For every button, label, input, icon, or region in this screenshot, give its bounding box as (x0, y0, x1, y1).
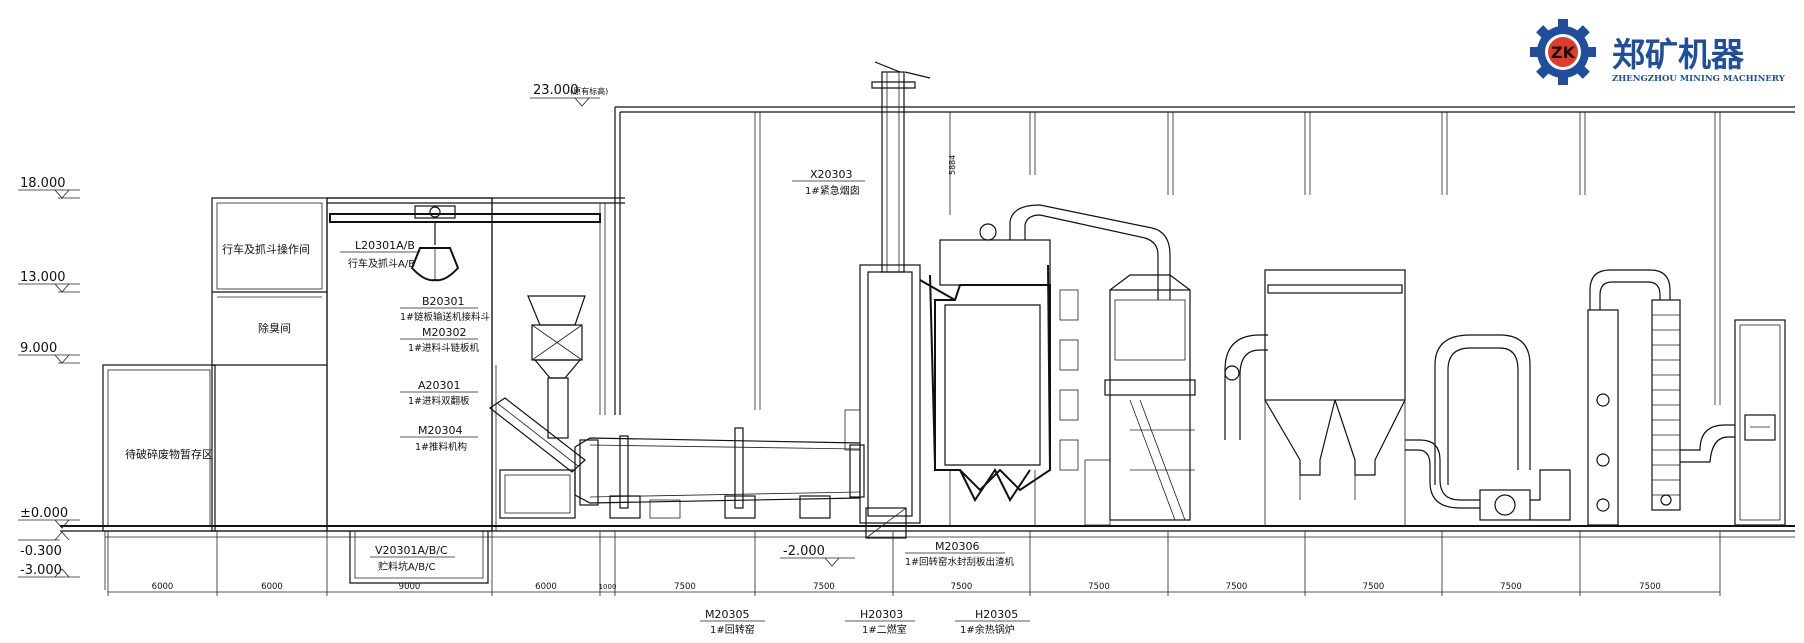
dimension-span-label: 7500 (1500, 582, 1522, 592)
svg-text:M20305: M20305 (705, 608, 749, 621)
dimension-span-label: 1000 (599, 583, 617, 591)
svg-text:1#进料双翻板: 1#进料双翻板 (408, 395, 470, 407)
induced-draft-fan (1405, 439, 1571, 521)
dimension-span-label: 7500 (674, 582, 696, 592)
wet-scrubber-duct (1434, 334, 1531, 485)
bag-filter (1224, 269, 1406, 526)
svg-text:H20305: H20305 (975, 608, 1018, 621)
gear-icon: ZK (1530, 19, 1596, 85)
scrubber-tower (1587, 269, 1735, 526)
label-storage-pit: V20301A/B/C 贮料坑A/B/C (370, 544, 455, 573)
svg-text:9.000: 9.000 (20, 341, 57, 356)
dimension-span-label: 6000 (535, 582, 557, 592)
label-double-flap: A20301 1#进料双翻板 (400, 379, 478, 407)
svg-text:1#回转窑水封刮板出渣机: 1#回转窑水封刮板出渣机 (905, 556, 1015, 568)
roof-frame (599, 106, 1795, 415)
label-pusher: M20304 1#推料机构 (400, 424, 478, 453)
svg-text:行车及抓斗A/B: 行车及抓斗A/B (348, 257, 415, 270)
label-emergency-chimney: X20303 1#紧急烟囱 (792, 168, 865, 197)
brand-name-cn: 郑矿机器 (1612, 35, 1745, 74)
svg-text:1#链板输送机接料斗: 1#链板输送机接料斗 (400, 311, 490, 323)
dimension-line: 6000 6000 9000 6000 1000 7500 7500 7500 7500 7500… (107, 531, 1721, 596)
svg-text:1#二燃室: 1#二燃室 (862, 623, 907, 636)
svg-text:23.000: 23.000 (533, 83, 579, 98)
svg-text:1#推料机构: 1#推料机构 (415, 441, 467, 453)
svg-text:-3.000: -3.000 (20, 563, 62, 578)
svg-text:1#回转窑: 1#回转窑 (710, 623, 755, 636)
dimension-span-label: 7500 (1639, 582, 1661, 592)
svg-text:A20301: A20301 (418, 379, 461, 392)
feed-hopper (488, 295, 586, 519)
svg-text:1#余热锅炉: 1#余热锅炉 (960, 623, 1015, 636)
elevation-minus-2: -2.000 (780, 544, 855, 567)
label-rotary-kiln: M20305 1#回转窑 (700, 608, 765, 636)
svg-text:(原有标高): (原有标高) (570, 86, 608, 96)
label-chain-hopper: B20301 1#链板输送机接料斗 (400, 295, 490, 323)
label-slag-remover: M20306 1#回转窑水封刮板出渣机 (905, 540, 1015, 568)
dimension-span-label: 9000 (399, 582, 421, 592)
label-waste-heat-boiler: H20305 1#余热锅炉 (955, 608, 1030, 636)
dimension-span-label: 6000 (152, 582, 174, 592)
elevation-0: ±0.000 (18, 506, 80, 529)
svg-text:X20303: X20303 (810, 168, 853, 181)
label-crane-grab: L20301A/B 行车及抓斗A/B (340, 239, 420, 270)
elevation-minus-03: -0.300 (18, 531, 70, 559)
elevation-minus-3: -3.000 (18, 563, 80, 578)
rotary-kiln (574, 427, 865, 519)
dimension-span-label: 6000 (261, 582, 283, 592)
main-stack (1734, 319, 1786, 526)
svg-text:B20301: B20301 (422, 295, 465, 308)
dimension-span-label: 7500 (951, 582, 973, 592)
brand-name-en: ZHENGZHOU MINING MACHINERY (1612, 74, 1786, 84)
label-feed-chain: M20302 1#进料斗链板机 (400, 326, 480, 354)
dimension-span-label: 7500 (1226, 582, 1248, 592)
svg-text:H20303: H20303 (860, 608, 903, 621)
secondary-combustion-chamber (844, 264, 956, 539)
boiler-outlet-duct (1009, 204, 1171, 300)
svg-text:±0.000: ±0.000 (20, 506, 68, 521)
elevation-9: 9.000 (18, 341, 80, 364)
logo-text: ZK (1551, 43, 1576, 62)
svg-text:18.000: 18.000 (20, 176, 66, 191)
dimension-span-label: 7500 (1088, 582, 1110, 592)
dimension-span-label: 7500 (1363, 582, 1385, 592)
brand-logo: ZK 郑矿机器 ZHENGZHOU MINING MACHINERY (1530, 19, 1786, 85)
label-secondary-chamber: H20303 1#二燃室 (845, 608, 915, 636)
room-storage-area: 待破碎废物暂存区 (125, 447, 213, 461)
elevation-markers: 18.000 13.000 9.000 ±0.000 -0.300 (18, 83, 855, 578)
waste-heat-boiler (929, 223, 1079, 526)
svg-text:M20306: M20306 (935, 540, 979, 553)
svg-text:1#紧急烟囱: 1#紧急烟囱 (805, 184, 860, 197)
svg-text:-2.000: -2.000 (783, 544, 825, 559)
elevation-13: 13.000 (18, 270, 80, 293)
svg-text:贮料坑A/B/C: 贮料坑A/B/C (378, 560, 435, 573)
elevation-18: 18.000 (18, 176, 80, 199)
room-crane-operation: 行车及抓斗操作间 (222, 242, 310, 256)
svg-text:13.000: 13.000 (20, 270, 66, 285)
svg-text:-0.300: -0.300 (20, 544, 62, 559)
svg-text:M20302: M20302 (422, 326, 466, 339)
dimension-5884: 5884 (948, 155, 957, 175)
quench-tower (1084, 274, 1196, 526)
left-building (102, 197, 625, 584)
svg-text:M20304: M20304 (418, 424, 462, 437)
elevation-23: 23.000 (原有标高) (530, 83, 608, 107)
room-deodor: 除臭间 (258, 321, 291, 335)
svg-text:1#进料斗链板机: 1#进料斗链板机 (408, 342, 480, 354)
svg-text:V20301A/B/C: V20301A/B/C (375, 544, 448, 557)
dimension-span-label: 7500 (813, 582, 835, 592)
equipment-labels: L20301A/B 行车及抓斗A/B B20301 1#链板输送机接料斗 M20… (340, 168, 1030, 636)
svg-text:L20301A/B: L20301A/B (355, 239, 415, 252)
